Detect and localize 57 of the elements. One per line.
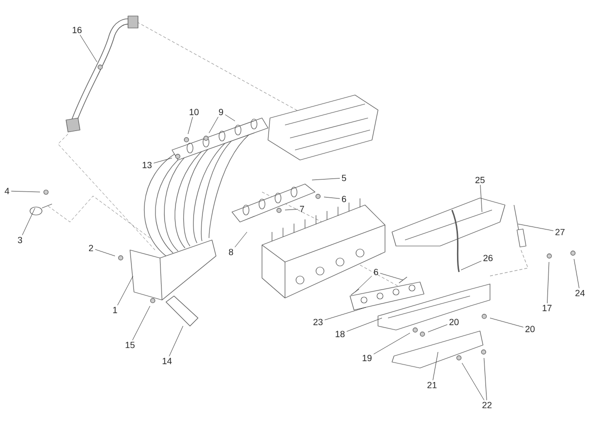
callout-number: 13 bbox=[142, 162, 152, 168]
leader-line bbox=[132, 306, 150, 340]
callout-number: 9 bbox=[218, 108, 224, 116]
leader-line bbox=[518, 224, 554, 231]
callout-number: 22 bbox=[482, 402, 492, 408]
leader-line bbox=[312, 178, 340, 180]
callout-number: 26 bbox=[483, 254, 493, 262]
leader-line bbox=[354, 276, 372, 292]
leader-line bbox=[208, 116, 218, 134]
leader-line bbox=[460, 260, 482, 270]
callout-number: 5 bbox=[342, 174, 346, 182]
callout-number: 2 bbox=[88, 244, 94, 252]
callout-number: 1 bbox=[113, 306, 118, 314]
callout-number: 17 bbox=[542, 304, 552, 312]
leader-line bbox=[380, 273, 404, 280]
leader-line bbox=[324, 196, 340, 199]
callout-number: 21 bbox=[427, 382, 437, 388]
callout-number: 14 bbox=[162, 358, 172, 364]
leader-line bbox=[490, 318, 524, 328]
leader-line bbox=[574, 258, 580, 288]
leader-line bbox=[324, 307, 366, 320]
callout-number: 3 bbox=[18, 236, 22, 244]
callout-number: 6 bbox=[342, 196, 346, 202]
callout-number: 16 bbox=[72, 26, 82, 34]
leader-line bbox=[224, 114, 236, 122]
callout-number: 23 bbox=[313, 318, 323, 326]
callout-number: 4 bbox=[4, 188, 10, 194]
leader-line bbox=[432, 352, 438, 380]
callout-number: 6 bbox=[374, 268, 378, 276]
leader-line bbox=[484, 358, 487, 400]
callout-number: 7 bbox=[300, 206, 304, 212]
callout-number: 24 bbox=[575, 290, 585, 296]
leader-line bbox=[234, 232, 248, 248]
leader-line bbox=[153, 158, 172, 164]
callout-number: 8 bbox=[228, 248, 234, 256]
leader-line bbox=[373, 332, 410, 354]
leader-line bbox=[546, 262, 550, 304]
callout-number: 20 bbox=[449, 318, 459, 326]
callout-number: 10 bbox=[190, 108, 199, 116]
callout-number: 15 bbox=[126, 342, 135, 348]
callout-number: 27 bbox=[555, 228, 565, 236]
leader-line bbox=[22, 208, 36, 236]
leader-line bbox=[480, 184, 482, 212]
callout-number: 19 bbox=[362, 354, 372, 362]
leader-line bbox=[80, 34, 98, 62]
leader-line bbox=[462, 362, 484, 400]
callout-number: 25 bbox=[475, 176, 485, 184]
leader-line bbox=[117, 276, 134, 306]
leader-line bbox=[10, 190, 40, 192]
callout-number: 18 bbox=[336, 330, 345, 338]
leader-line bbox=[188, 116, 193, 134]
leader-line bbox=[346, 318, 382, 332]
leader-line bbox=[428, 324, 448, 332]
leader-line bbox=[94, 249, 116, 256]
leader-line bbox=[284, 209, 298, 210]
leader-line bbox=[168, 326, 184, 356]
callout-number: 20 bbox=[525, 326, 535, 332]
